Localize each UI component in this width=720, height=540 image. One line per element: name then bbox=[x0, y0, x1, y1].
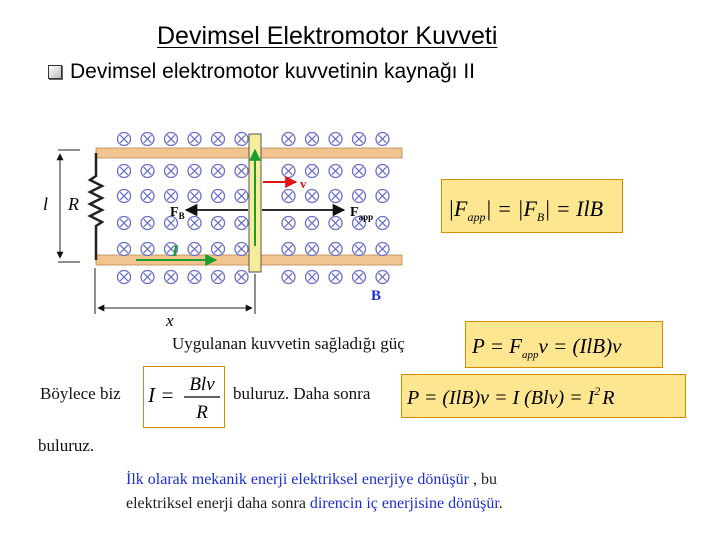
note-blue-2: direncin iç enerjisine dönüşür bbox=[309, 495, 499, 512]
field-into-page-icon bbox=[187, 215, 202, 231]
field-into-page-icon bbox=[234, 188, 249, 204]
field-into-page-icon bbox=[328, 215, 343, 231]
rail-rod-diagram: l R v FB Fapp I B x bbox=[43, 131, 403, 328]
field-into-page-icon bbox=[281, 215, 296, 231]
field-into-page-icon bbox=[116, 241, 132, 257]
resistor-icon bbox=[87, 153, 105, 260]
field-into-page-icon bbox=[328, 163, 343, 179]
field-into-page-icon bbox=[351, 241, 367, 257]
bullet-text: Devimsel elektromotor kuvvetinin kaynağı… bbox=[70, 60, 475, 83]
power-formula: P = Fappv = (IlB)v bbox=[465, 321, 663, 368]
field-into-page-icon bbox=[351, 188, 367, 204]
field-into-page-icon bbox=[304, 215, 320, 231]
field-into-page-icon bbox=[140, 188, 155, 204]
field-into-page-icon bbox=[328, 269, 343, 285]
bullet-item: Devimsel elektromotor kuvvetinin kaynağı… bbox=[48, 60, 475, 84]
field-into-page-icon bbox=[116, 215, 132, 231]
field-into-page-icon bbox=[187, 269, 202, 285]
found-text: buluruz. bbox=[38, 436, 95, 455]
field-into-page-icon bbox=[281, 269, 296, 285]
field-into-page-icon bbox=[210, 241, 226, 257]
field-into-page-icon bbox=[210, 163, 226, 179]
current-label: I bbox=[171, 243, 179, 260]
field-into-page-icon bbox=[328, 188, 343, 204]
applied-force-label: Fapp bbox=[350, 205, 373, 222]
field-into-page-icon bbox=[234, 215, 249, 231]
note-black-2: elektriksel enerji daha sonra bbox=[126, 495, 310, 512]
field-into-page-icon bbox=[281, 188, 296, 204]
field-into-page-icon bbox=[375, 163, 390, 179]
field-into-page-icon bbox=[163, 188, 179, 204]
field-into-page-icon bbox=[234, 131, 249, 147]
field-into-page-icon bbox=[234, 269, 249, 285]
field-label: B bbox=[371, 288, 381, 304]
power-label: Uygulanan kuvvetin sağladığı güç bbox=[172, 334, 405, 353]
field-into-page-icon bbox=[140, 269, 155, 285]
field-into-page-icon bbox=[116, 163, 132, 179]
field-into-page-icon bbox=[328, 131, 343, 147]
field-into-page-icon bbox=[375, 188, 390, 204]
field-into-page-icon bbox=[304, 163, 320, 179]
svg-text:|Fapp| = |FB| = IlB: |Fapp| = |FB| = IlB bbox=[448, 196, 603, 224]
field-into-page-icon bbox=[140, 241, 155, 257]
field-into-page-icon bbox=[140, 215, 155, 231]
field-into-page-icon bbox=[234, 241, 249, 257]
field-into-page-icon bbox=[163, 163, 179, 179]
thus-text: Böylece biz bbox=[40, 384, 121, 403]
field-into-page-icon bbox=[140, 131, 155, 147]
field-into-page-icon bbox=[140, 163, 155, 179]
distance-label: x bbox=[165, 311, 174, 328]
field-into-page-icon bbox=[210, 131, 226, 147]
svg-text:Blv: Blv bbox=[189, 374, 215, 395]
field-into-page-icon bbox=[187, 188, 202, 204]
note-black-1: , bu bbox=[468, 471, 497, 488]
field-into-page-icon bbox=[375, 215, 390, 231]
velocity-label: v bbox=[300, 176, 307, 191]
field-into-page-icon bbox=[187, 163, 202, 179]
field-into-page-icon bbox=[163, 131, 179, 147]
field-into-page-icon bbox=[116, 131, 132, 147]
svg-text:I =: I = bbox=[147, 383, 174, 407]
field-into-page-icon bbox=[116, 269, 132, 285]
field-into-page-icon bbox=[210, 269, 226, 285]
field-into-page-icon bbox=[234, 163, 249, 179]
note-black-3: . bbox=[498, 495, 503, 512]
found-then-text: buluruz. Daha sonra bbox=[233, 384, 371, 403]
current-formula: I = Blv R bbox=[143, 366, 225, 428]
force-balance-formula: |Fapp| = |FB| = IlB bbox=[441, 179, 623, 233]
svg-text:P = Fappv = (IlB)v: P = Fappv = (IlB)v bbox=[471, 334, 622, 361]
field-into-page-icon bbox=[351, 269, 367, 285]
length-label: l bbox=[43, 194, 48, 214]
field-into-page-icon bbox=[210, 188, 226, 204]
field-into-page-icon bbox=[304, 188, 320, 204]
field-into-page-icon bbox=[281, 241, 296, 257]
field-into-page-icon bbox=[210, 215, 226, 231]
field-into-page-icon bbox=[304, 131, 320, 147]
slide-title: Devimsel Elektromotor Kuvveti bbox=[157, 22, 498, 50]
field-into-page-icon bbox=[351, 163, 367, 179]
field-into-page-icon bbox=[304, 241, 320, 257]
checkbox-bullet-icon bbox=[48, 65, 62, 79]
svg-text:R: R bbox=[195, 402, 208, 423]
field-into-page-icon bbox=[163, 269, 179, 285]
field-into-page-icon bbox=[187, 241, 202, 257]
field-into-page-icon bbox=[328, 241, 343, 257]
note-blue-1: İlk olarak mekanik enerji elektriksel en… bbox=[126, 471, 469, 488]
field-into-page-icon bbox=[375, 241, 390, 257]
svg-text:P = (IlB)v = I (Blv) = I2R: P = (IlB)v = I (Blv) = I2R bbox=[406, 384, 614, 409]
field-into-page-icon bbox=[351, 131, 367, 147]
resistor-label: R bbox=[67, 194, 79, 214]
field-into-page-icon bbox=[281, 131, 296, 147]
field-into-page-icon bbox=[304, 269, 320, 285]
energy-conversion-note: İlk olarak mekanik enerji elektriksel en… bbox=[126, 468, 503, 516]
field-into-page-icon bbox=[116, 188, 132, 204]
field-into-page-icon bbox=[375, 131, 390, 147]
magnetic-force-label: FB bbox=[170, 205, 185, 221]
field-into-page-icon bbox=[187, 131, 202, 147]
field-into-page-icon bbox=[281, 163, 296, 179]
field-into-page-icon bbox=[375, 269, 390, 285]
